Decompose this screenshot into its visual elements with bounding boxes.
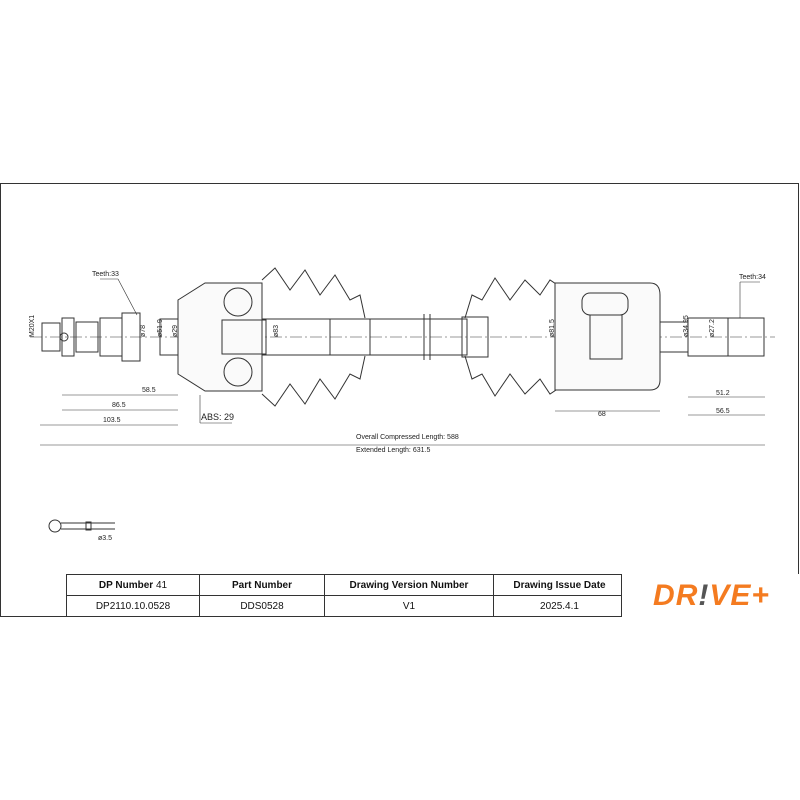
- header-version: Drawing Version Number: [324, 574, 494, 596]
- left-cv-housing: [177, 282, 263, 392]
- dia-81-5: ø81.5: [549, 319, 556, 337]
- abs-label: ABS: 29: [201, 412, 234, 422]
- len-58-5: 58.5: [142, 387, 156, 394]
- len-68: 68: [598, 411, 606, 418]
- dia-27: ø27.2: [709, 319, 716, 337]
- left-nut: [61, 317, 75, 357]
- len-103-5: 103.5: [103, 417, 121, 424]
- header-dp-number: DP Number 41: [66, 574, 200, 596]
- len-51-2: 51.2: [716, 390, 730, 397]
- overall-length: Overall Compressed Length: 588: [356, 434, 459, 441]
- left-boot: [261, 267, 366, 407]
- header-part-number: Part Number: [199, 574, 325, 596]
- dp-number-value: DP2110.10.0528: [66, 595, 200, 617]
- right-tripod-housing: [554, 282, 661, 391]
- issue-date-value: 2025.4.1: [493, 595, 626, 617]
- version-value: V1: [324, 595, 494, 617]
- drawing-frame: [0, 183, 799, 617]
- teeth-right-label: Teeth:34: [739, 274, 766, 281]
- pin-diameter: ø3.5: [98, 535, 112, 542]
- cotter-pin: [48, 519, 62, 533]
- dia-51-9: ø51.9: [157, 319, 164, 337]
- teeth-left-label: Teeth:33: [92, 271, 119, 278]
- len-56-5: 56.5: [716, 408, 730, 415]
- dia-78: ø78: [140, 325, 147, 337]
- dia-29: ø29: [172, 325, 179, 337]
- thread-label: M20X1: [29, 315, 36, 337]
- part-number-value: DDS0528: [199, 595, 325, 617]
- right-boot: [464, 277, 566, 397]
- title-block: DP Number 41 Part Number Drawing Version…: [66, 574, 800, 617]
- dia-83: ø83: [273, 325, 280, 337]
- extended-length: Extended Length: 631.5: [356, 447, 430, 454]
- dia-34-95: ø34.95: [683, 315, 690, 337]
- len-86-5: 86.5: [112, 402, 126, 409]
- header-issue-date: Drawing Issue Date: [493, 574, 626, 596]
- drive-logo: DR!VE+: [621, 574, 800, 617]
